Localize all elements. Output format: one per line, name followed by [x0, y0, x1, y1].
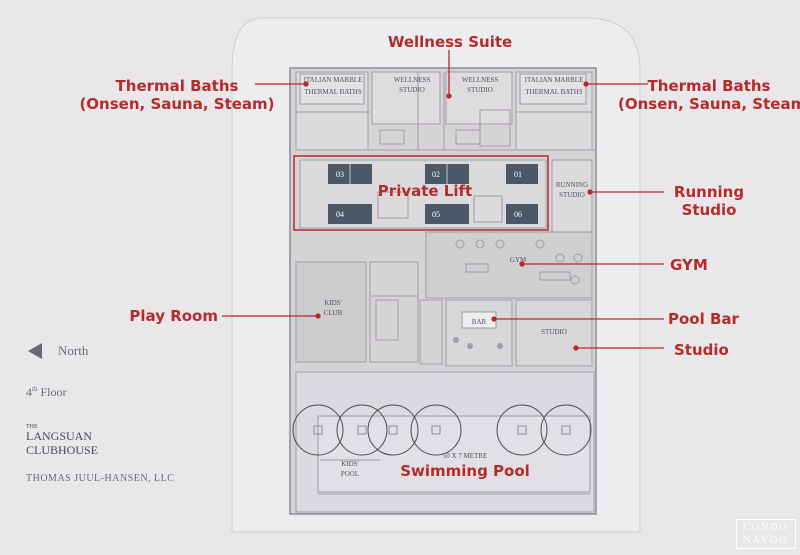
- logo-the: THE: [26, 424, 38, 430]
- wellness-suite-callout: Wellness Suite: [387, 33, 513, 51]
- private-lift-callout: Private Lift: [377, 182, 473, 200]
- studio-room: [515, 299, 593, 367]
- logo-line-1: LANGSUAN: [26, 429, 92, 443]
- thermal-left-label: ITALIAN MARBLE: [304, 76, 363, 84]
- pool-area: [292, 371, 595, 513]
- play-room-callout: Play Room: [129, 307, 218, 325]
- floor-number: 4: [26, 385, 32, 399]
- pool-size-label: 50 X 7 METRE: [443, 452, 488, 460]
- watermark-line-2: NAYOO: [743, 535, 789, 546]
- thermal-baths-right-title: Thermal Baths: [647, 77, 771, 95]
- running-studio-title: Running: [673, 183, 745, 201]
- lift-03-label: 03: [336, 170, 344, 179]
- thermal-baths-left-callout: Thermal Baths (Onsen, Sauna, Steam): [72, 77, 282, 113]
- thermal-baths-right-subtitle: (Onsen, Sauna, Steam): [618, 95, 800, 113]
- bar-label: BAR: [472, 318, 487, 326]
- thermal-left-label-2: THERMAL BATHS: [304, 88, 362, 96]
- wellness-left-label: WELLNESS: [394, 76, 431, 84]
- running-label-2: STUDIO: [559, 191, 585, 199]
- wellness-left-label-2: STUDIO: [399, 86, 425, 94]
- running-label: RUNNING: [556, 181, 588, 189]
- thermal-baths-left-title: Thermal Baths: [115, 77, 239, 95]
- swimming-pool-callout: Swimming Pool: [400, 462, 530, 480]
- lift-06-label: 06: [514, 210, 522, 219]
- wellness-block: [295, 71, 596, 151]
- logo-line-2: CLUBHOUSE: [26, 443, 99, 457]
- studio-label: STUDIO: [541, 328, 567, 336]
- thermal-right-label-2: THERMAL BATHS: [525, 88, 583, 96]
- floor-label: 4th Floor: [26, 385, 66, 400]
- lift-05-label: 05: [432, 210, 440, 219]
- watermark-logo: CONDO NAYOO: [736, 519, 796, 549]
- kids-club-label: KIDS': [324, 299, 342, 307]
- watermark-line-1: CONDO: [743, 522, 789, 533]
- floor-suffix: th: [32, 385, 38, 393]
- circulation: [369, 261, 443, 365]
- pool-bar-callout: Pool Bar: [668, 310, 739, 328]
- pool-bar-room: [445, 299, 513, 367]
- lift-02-label: 02: [432, 170, 440, 179]
- gym-callout: GYM: [670, 256, 708, 274]
- thermal-baths-left-subtitle: (Onsen, Sauna, Steam): [79, 95, 275, 113]
- lift-zone: [293, 155, 549, 231]
- studio-callout: Studio: [674, 341, 729, 359]
- floor-word: Floor: [40, 385, 67, 399]
- thermal-right-label: ITALIAN MARBLE: [525, 76, 584, 84]
- architect-credit: THOMAS JUUL-HANSEN, LLC: [26, 473, 175, 484]
- gym-room: [425, 231, 593, 299]
- callout-leaders: [222, 50, 664, 351]
- kids-pool-label: KIDS': [341, 460, 359, 468]
- running-studio-subtitle: Studio: [681, 201, 737, 219]
- lift-01-label: 01: [514, 170, 522, 179]
- thermal-baths-right-callout: Thermal Baths (Onsen, Sauna, Steam): [618, 77, 800, 113]
- kids-club-room: [295, 261, 367, 363]
- running-studio-room: [551, 159, 593, 233]
- gym-label: GYM: [510, 256, 527, 264]
- running-studio-callout: Running Studio: [664, 183, 754, 219]
- kids-pool-label-2: POOL: [341, 470, 359, 478]
- wellness-right-label-2: STUDIO: [467, 86, 493, 94]
- north-arrow-icon: [28, 343, 42, 359]
- kids-club-label-2: CLUB: [324, 309, 343, 317]
- lift-04-label: 04: [336, 210, 344, 219]
- north-label: North: [58, 343, 89, 358]
- wellness-right-label: WELLNESS: [462, 76, 499, 84]
